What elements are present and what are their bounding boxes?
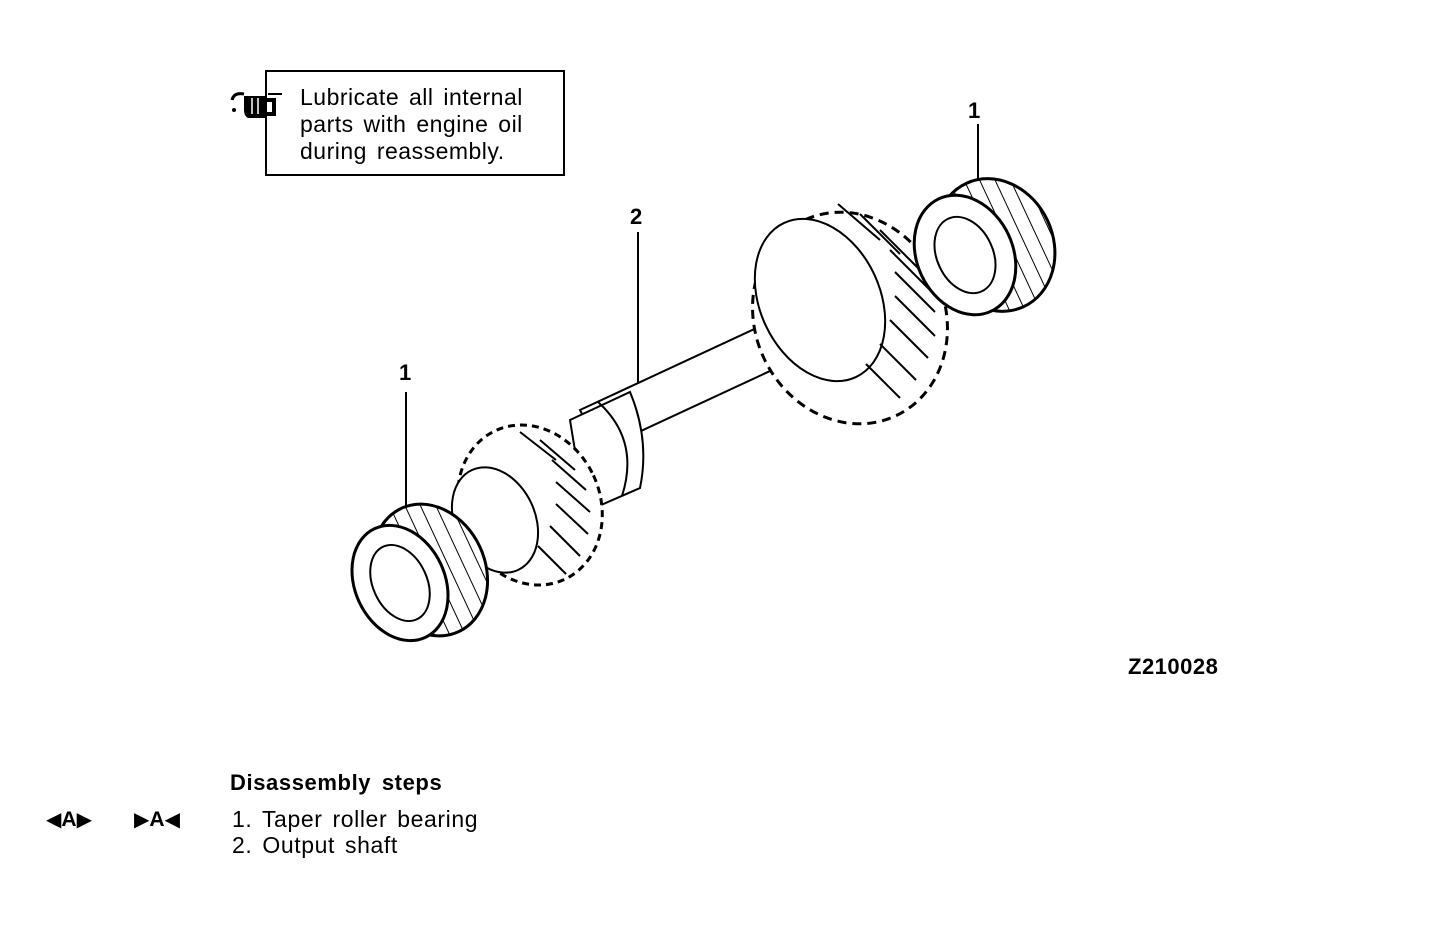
step-item: 2. Output shaft: [232, 832, 398, 858]
arrow-left-icon: ◀: [46, 809, 62, 831]
taper-roller-bearing-right: [912, 177, 1057, 317]
lubrication-note: Lubricate all internal parts with engine…: [300, 84, 560, 165]
install-marker: ▶ A ◀: [134, 808, 180, 832]
removal-marker-label: A: [61, 808, 77, 831]
note-line: Lubricate all internal: [300, 84, 523, 110]
callout-bearing-left: 1: [399, 360, 412, 385]
step-item: 1. Taper roller bearing: [232, 806, 479, 832]
steps-title: Disassembly steps: [230, 770, 443, 795]
note-box: [265, 70, 565, 176]
note-line: during reassembly.: [300, 138, 505, 164]
callout-shaft: 2: [630, 204, 643, 229]
callout-bearing-top: 1: [968, 98, 981, 123]
arrow-left-icon: ◀: [164, 809, 180, 831]
note-line: parts with engine oil: [300, 111, 523, 137]
figure-id: Z210028: [1128, 654, 1219, 679]
arrow-right-icon: ▶: [76, 809, 92, 831]
removal-marker: ◀ A ▶: [46, 808, 92, 832]
oil-can-icon: [228, 86, 288, 131]
taper-roller-bearing-left: [350, 502, 490, 643]
install-marker-label: A: [149, 808, 165, 831]
arrow-right-icon: ▶: [134, 809, 150, 831]
